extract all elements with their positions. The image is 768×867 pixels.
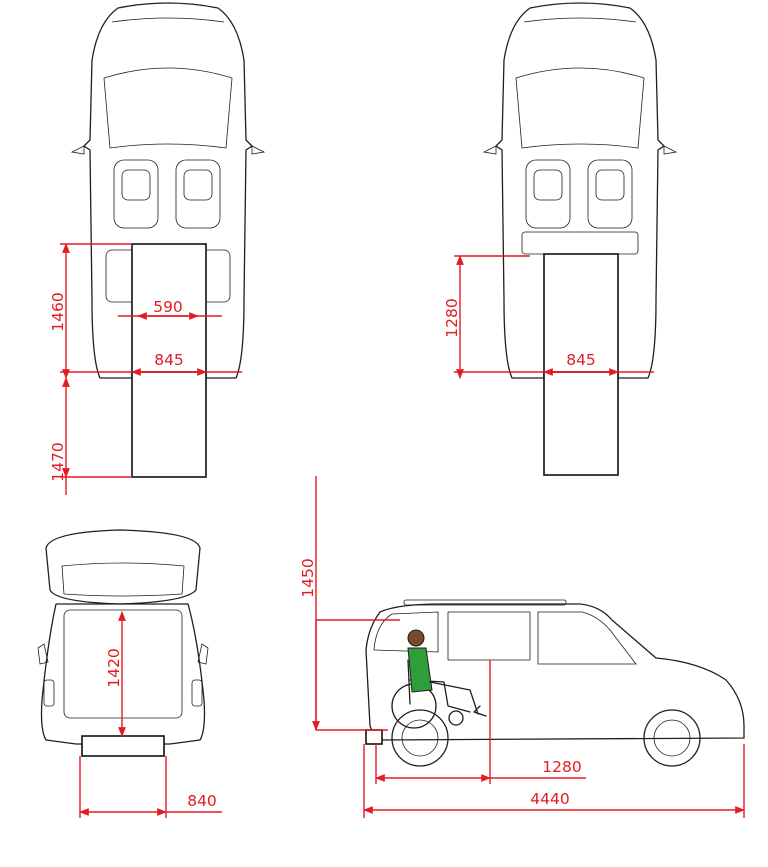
side-ramp — [365, 729, 383, 745]
side-window-middle — [447, 611, 531, 661]
dim-590-label: 590 — [153, 298, 183, 316]
top-view-with-rear-seats — [70, 2, 266, 478]
dimension-ramp-width-840: 840 — [79, 756, 222, 818]
dim-4440-label: 4440 — [530, 790, 569, 808]
rear-view — [37, 529, 209, 757]
lowered-floor-area — [131, 243, 207, 379]
roof-rail — [403, 599, 567, 606]
front-seat-right — [175, 159, 221, 229]
dimension-ramp-length-1470: 1470 — [49, 377, 132, 495]
dimension-inner-width-590: 590 — [118, 298, 222, 320]
windshield — [103, 67, 233, 149]
rear-ramp — [81, 735, 165, 757]
dim-1280-side-label: 1280 — [542, 758, 581, 776]
vehicle-side-body — [365, 603, 745, 741]
vehicle-outline-top-right — [495, 2, 665, 379]
side-window-front — [537, 611, 637, 665]
front-seat-right-2 — [587, 159, 633, 229]
ramp-extended — [131, 371, 207, 478]
person-head — [407, 629, 425, 647]
vehicle-outline-top-left — [83, 2, 253, 379]
lowered-floor-area-2 — [543, 253, 619, 379]
rear-light-right — [191, 679, 203, 707]
dimension-door-width-845-right: 845 — [454, 351, 654, 376]
dim-845-label-right: 845 — [566, 351, 596, 369]
dimension-opening-height-1420: 1420 — [105, 611, 126, 737]
wheelchair-user — [391, 629, 487, 729]
dimension-overall-length-4440: 4440 — [363, 744, 745, 818]
front-wheel — [643, 709, 701, 767]
dimension-ramp-wheel-1280: 1280 — [375, 660, 586, 784]
dim-1280-top-label: 1280 — [443, 298, 461, 337]
ramp-extended-2 — [543, 371, 619, 476]
dim-1470-label: 1470 — [49, 442, 67, 481]
rear-wheel — [391, 709, 449, 767]
dimension-length-inside-1280: 1280 — [443, 255, 530, 379]
top-view-front-seats-only — [482, 2, 678, 476]
hood-line — [111, 17, 225, 23]
rear-light-left — [43, 679, 55, 707]
dim-840-label: 840 — [187, 792, 217, 810]
side-view — [365, 599, 745, 767]
dim-845-label-left: 845 — [154, 351, 184, 369]
side-window-rear — [373, 611, 439, 653]
rear-opening — [63, 609, 183, 719]
person-torso — [407, 647, 433, 693]
dimension-door-width-845-left: 845 — [60, 351, 242, 376]
front-seat-left — [113, 159, 159, 229]
dim-1420-label: 1420 — [105, 648, 123, 687]
dimension-total-height-1450: 1450 — [299, 476, 400, 731]
vehicle-rear-body — [40, 603, 206, 745]
seat-rail-mechanism — [521, 231, 639, 255]
front-seat-left-2 — [525, 159, 571, 229]
dimension-length-inside-1460: 1460 — [49, 243, 132, 379]
dim-1450-label: 1450 — [299, 558, 317, 597]
dim-1460-label: 1460 — [49, 292, 67, 331]
tailgate-open — [45, 529, 201, 605]
